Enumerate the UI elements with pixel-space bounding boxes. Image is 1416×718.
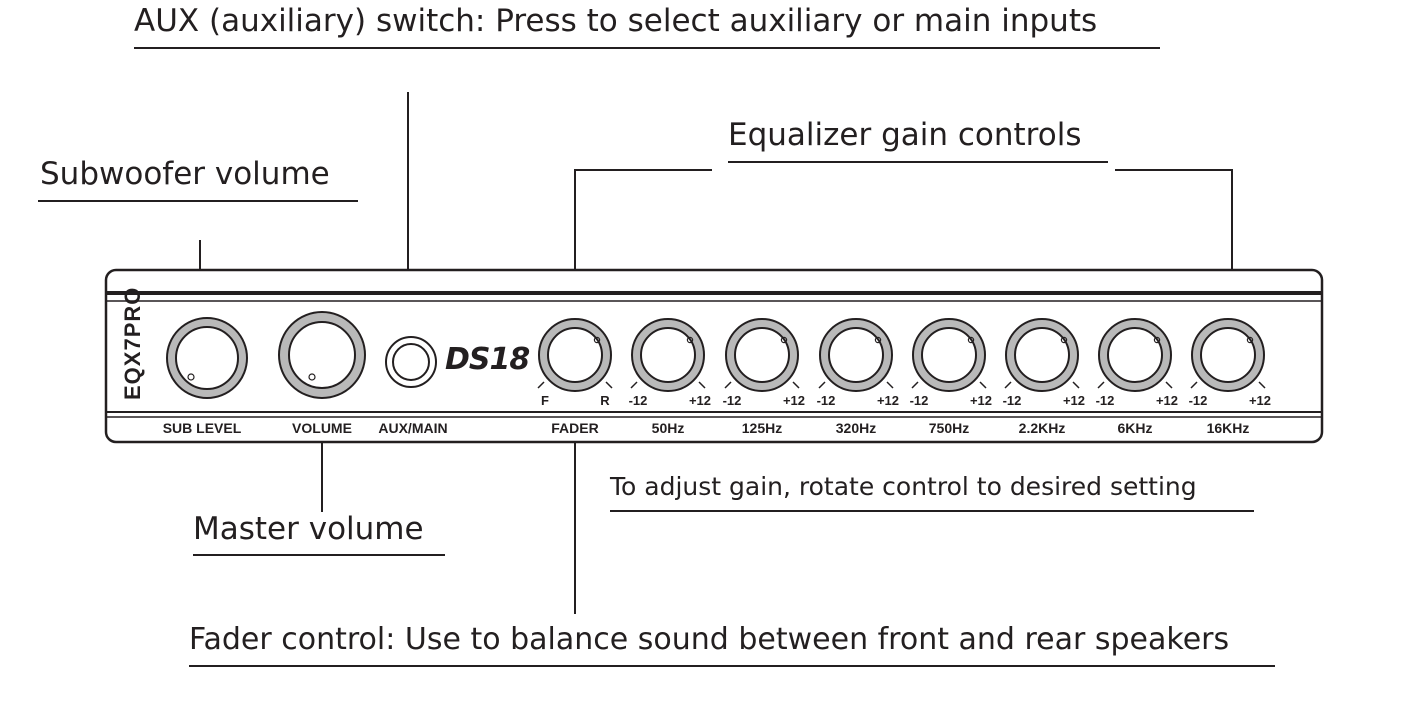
band-16khz-label: 16KHz	[1207, 420, 1250, 436]
eq-max-label: +12	[1156, 393, 1178, 408]
eq-6khz-knob[interactable]	[1097, 318, 1173, 392]
band-50hz-label: 50Hz	[652, 420, 685, 436]
eq-min-label: -12	[1096, 393, 1115, 408]
eq-max-label: +12	[970, 393, 992, 408]
fader-rear-label: R	[600, 393, 610, 408]
volume-label: VOLUME	[292, 420, 352, 436]
eq-750hz-knob[interactable]	[911, 318, 987, 392]
eq-max-label: +12	[783, 393, 805, 408]
master-volume-callout: Master volume	[193, 511, 424, 547]
brand-logo: DS18	[445, 342, 529, 377]
eq-125hz-knob[interactable]	[724, 318, 800, 392]
master-volume-callout-underline	[193, 554, 445, 556]
model-name: EQX7PRO	[120, 287, 145, 400]
eq-max-label: +12	[689, 393, 711, 408]
eq-320hz-knob[interactable]	[818, 318, 894, 392]
equalizer-bracket-left	[574, 169, 712, 270]
eq-max-label: +12	[877, 393, 899, 408]
equalizer-callout: Equalizer gain controls	[728, 117, 1082, 153]
band-6khz-label: 6KHz	[1117, 420, 1152, 436]
eq-max-label: +12	[1249, 393, 1271, 408]
eq-min-label: -12	[723, 393, 742, 408]
eq-50hz-knob[interactable]	[630, 318, 706, 392]
aux-switch-callout: AUX (auxiliary) switch: Press to select …	[134, 3, 1098, 39]
subwoofer-callout: Subwoofer volume	[40, 156, 330, 192]
sub-level-knob[interactable]	[166, 317, 248, 399]
faceplate-outline	[104, 268, 1324, 444]
fader-front-label: F	[541, 393, 549, 408]
band-2-2khz-label: 2.2KHz	[1019, 420, 1066, 436]
fader-knob[interactable]	[537, 318, 613, 392]
fader-callout: Fader control: Use to balance sound betw…	[189, 622, 1230, 657]
band-320hz-label: 320Hz	[836, 420, 876, 436]
aux-main-button[interactable]	[385, 336, 437, 388]
scale-labels: F R -12 +12 -12 +12 -12 +12 -12 +12 -12 +12 -12 +12 -1…	[541, 393, 1271, 408]
eq-max-label: +12	[1063, 393, 1085, 408]
adjust-gain-callout-underline	[610, 510, 1254, 512]
subwoofer-callout-underline	[38, 200, 358, 202]
eq-min-label: -12	[817, 393, 836, 408]
volume-knob[interactable]	[278, 311, 366, 399]
band-750hz-label: 750Hz	[929, 420, 969, 436]
faceplate	[104, 268, 1324, 444]
eq-2-2khz-knob[interactable]	[1004, 318, 1080, 392]
eq-16khz-knob[interactable]	[1190, 318, 1266, 392]
eq-min-label: -12	[1003, 393, 1022, 408]
band-125hz-label: 125Hz	[742, 420, 782, 436]
rotary-controls	[537, 318, 1266, 392]
equalizer-bracket-right	[1115, 169, 1233, 270]
eq-min-label: -12	[1189, 393, 1208, 408]
equalizer-callout-underline	[728, 161, 1108, 163]
sub-level-label: SUB LEVEL	[163, 420, 242, 436]
fader-label: FADER	[551, 420, 598, 436]
adjust-gain-callout: To adjust gain, rotate control to desire…	[610, 472, 1197, 501]
eq-min-label: -12	[910, 393, 929, 408]
aux-callout-underline	[134, 47, 1160, 49]
aux-main-label: AUX/MAIN	[378, 420, 447, 436]
eq-min-label: -12	[629, 393, 648, 408]
fader-callout-underline	[189, 665, 1275, 667]
